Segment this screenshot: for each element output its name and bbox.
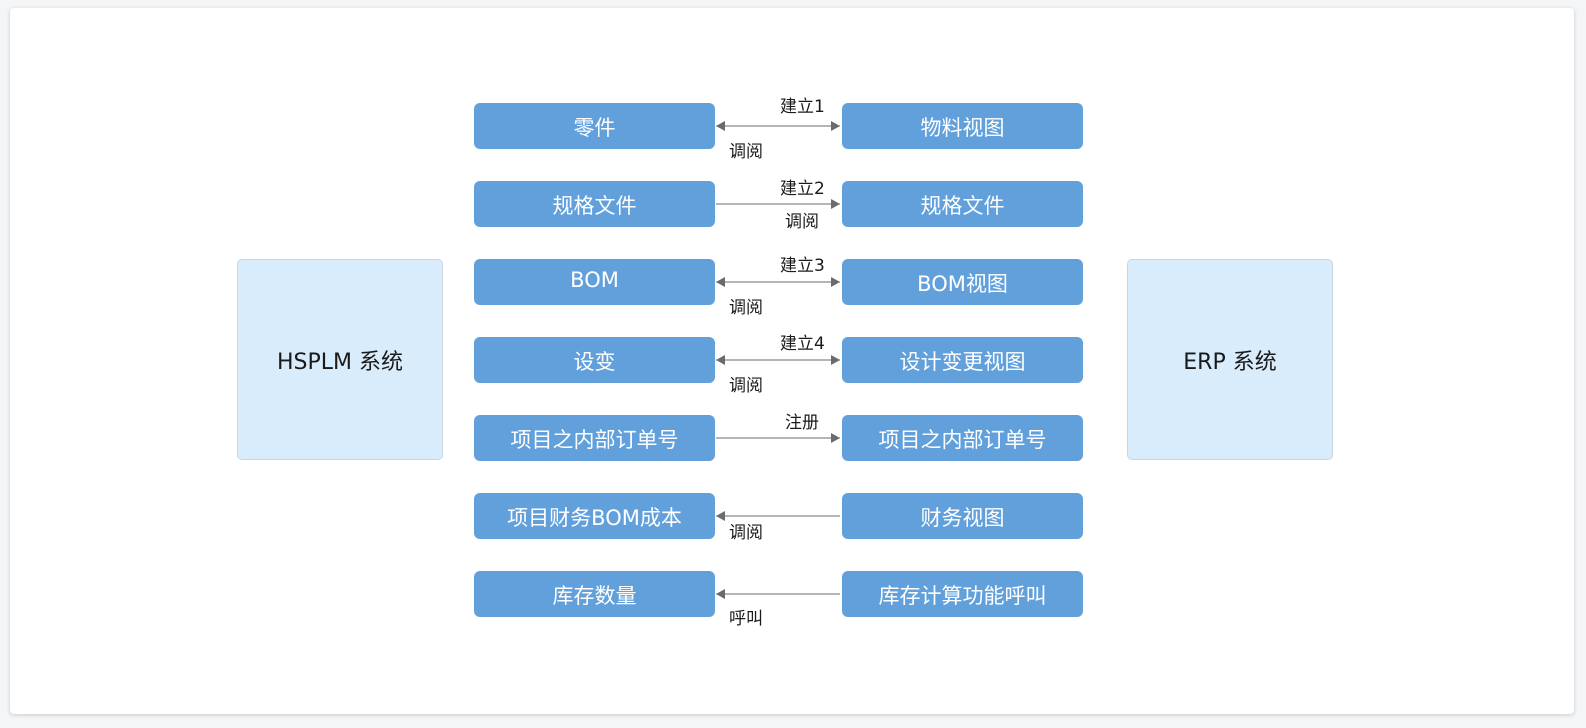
hsplm-system-label: HSPLM 系统 (276, 349, 403, 375)
node-order-number-erp: 项目之内部订单号 (842, 415, 1083, 461)
node-change: 设变 (474, 337, 715, 383)
edge-label-view-5: 调阅 (729, 523, 763, 543)
node-order-number-plm: 项目之内部订单号 (474, 415, 715, 461)
erp-system-label: ERP 系统 (1183, 349, 1277, 375)
node-stock-calc-call: 库存计算功能呼叫 (842, 571, 1083, 617)
edge-label-create-3: 建立3 (780, 256, 825, 276)
edge-label-view-3: 调阅 (729, 298, 763, 318)
node-bom-view: BOM视图 (842, 259, 1083, 305)
edge-label-view-2: 调阅 (785, 212, 819, 232)
erp-system-box: ERP 系统 (1127, 259, 1333, 460)
node-spec-doc-erp: 规格文件 (842, 181, 1083, 227)
node-bom: BOM (474, 259, 715, 305)
edge-label-view-4: 调阅 (729, 376, 763, 396)
node-part: 零件 (474, 103, 715, 149)
node-change-view: 设计变更视图 (842, 337, 1083, 383)
node-finance-bom-cost: 项目财务BOM成本 (474, 493, 715, 539)
edge-label-call: 呼叫 (729, 609, 763, 629)
edge-label-create-4: 建立4 (780, 334, 825, 354)
edge-label-view-1: 调阅 (729, 142, 763, 162)
edge-label-create-2: 建立2 (780, 179, 825, 199)
node-stock-quantity: 库存数量 (474, 571, 715, 617)
edge-label-create-1: 建立1 (780, 97, 825, 117)
node-finance-view: 财务视图 (842, 493, 1083, 539)
node-spec-doc-plm: 规格文件 (474, 181, 715, 227)
hsplm-system-box: HSPLM 系统 (237, 259, 443, 460)
node-material-view: 物料视图 (842, 103, 1083, 149)
edge-label-register: 注册 (785, 413, 819, 433)
